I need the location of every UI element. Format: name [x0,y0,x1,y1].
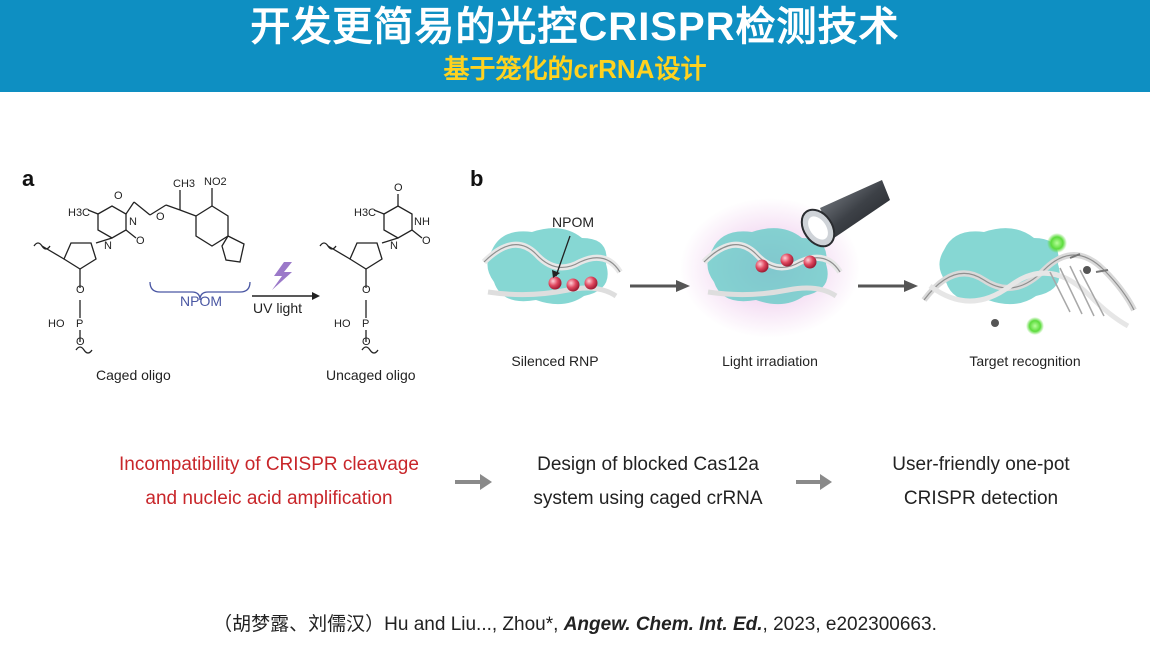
atom-o-uncaged-3prime: O [362,284,371,296]
stage-label-recognition: Target recognition [969,353,1081,369]
atom-ho: HO [48,318,65,330]
citation-journal: Angew. Chem. Int. Ed. [563,614,763,635]
flow-step-problem: Incompatibility of CRISPR cleavage and n… [84,448,454,516]
target-recognition-illustration [921,228,1137,335]
flow-step-design: Design of blocked Cas12a system using ca… [498,448,798,516]
npom-bracket [149,281,251,301]
arrow-right-icon [630,280,690,292]
panel-letter-a: a [22,166,35,191]
stage-label-silenced: Silenced RNP [511,353,599,369]
atom-o-uncaged-5prime: O [362,336,371,348]
citation-details: , 2023, e202300663. [762,614,937,635]
citation: （胡梦露、刘儒汉）Hu and Liu..., Zhou*, Angew. Ch… [0,609,1150,636]
atom-n-uncaged: N [390,240,398,252]
flashlight-icon [800,180,890,248]
atom-n-ring: N [129,216,137,228]
silenced-rnp-illustration [481,228,623,305]
flow-step-outcome-line1: User-friendly one-pot [892,454,1070,475]
atom-o-carbonyl: O [136,235,145,247]
flow-step-problem-line1: Incompatibility of CRISPR cleavage [119,454,419,475]
page-title: 开发更简易的光控CRISPR检测技术 [250,5,900,49]
atom-o-3prime: O [76,284,85,296]
citation-authors: （胡梦露、刘儒汉）Hu and Liu..., Zhou*, [213,614,564,635]
npom-chem-label: NPOM [180,293,222,309]
flow-step-problem-line2: and nucleic acid amplification [145,488,393,509]
uv-light-label: UV light [253,300,303,316]
atom-o-uncaged-top: O [394,182,403,194]
caged-oligo-structure [33,188,245,354]
arrow-right-icon [455,474,492,490]
atom-o-5prime: O [76,336,85,348]
arrow-right-icon [796,474,832,490]
panel-letter-b: b [470,166,484,191]
atom-p-uncaged: P [362,318,370,330]
atom-o-linker: O [156,211,165,223]
atom-nh-uncaged: NH [414,216,430,228]
atom-n-glycosidic: N [104,240,112,252]
stage-label-irradiation: Light irradiation [722,353,818,369]
atom-h3c: H3C [68,207,91,219]
flow-step-design-line2: system using caged crRNA [533,488,763,509]
flow-step-design-line1: Design of blocked Cas12a [537,454,759,475]
lightning-icon [272,262,292,290]
uncaged-oligo-structure [319,194,423,354]
atom-o-top: O [114,190,123,202]
page-subtitle: 基于笼化的crRNA设计 [443,54,707,84]
atom-ho-uncaged: HO [334,318,351,330]
arrow-right-icon [858,280,918,292]
atom-ch3: CH3 [173,178,196,190]
flow-step-outcome-line2: CRISPR detection [903,488,1059,509]
npom-rnp-label: NPOM [552,214,594,230]
atom-o-uncaged-carbonyl: O [422,235,431,247]
atom-p: P [76,318,84,330]
flow-step-outcome: User-friendly one-pot CRISPR detection [850,448,1112,516]
atom-h3c-uncaged: H3C [354,207,377,219]
uncaged-oligo-label: Uncaged oligo [326,367,416,383]
title-banner [0,0,1150,92]
caged-oligo-label: Caged oligo [96,367,171,383]
atom-no2: NO2 [204,176,227,188]
